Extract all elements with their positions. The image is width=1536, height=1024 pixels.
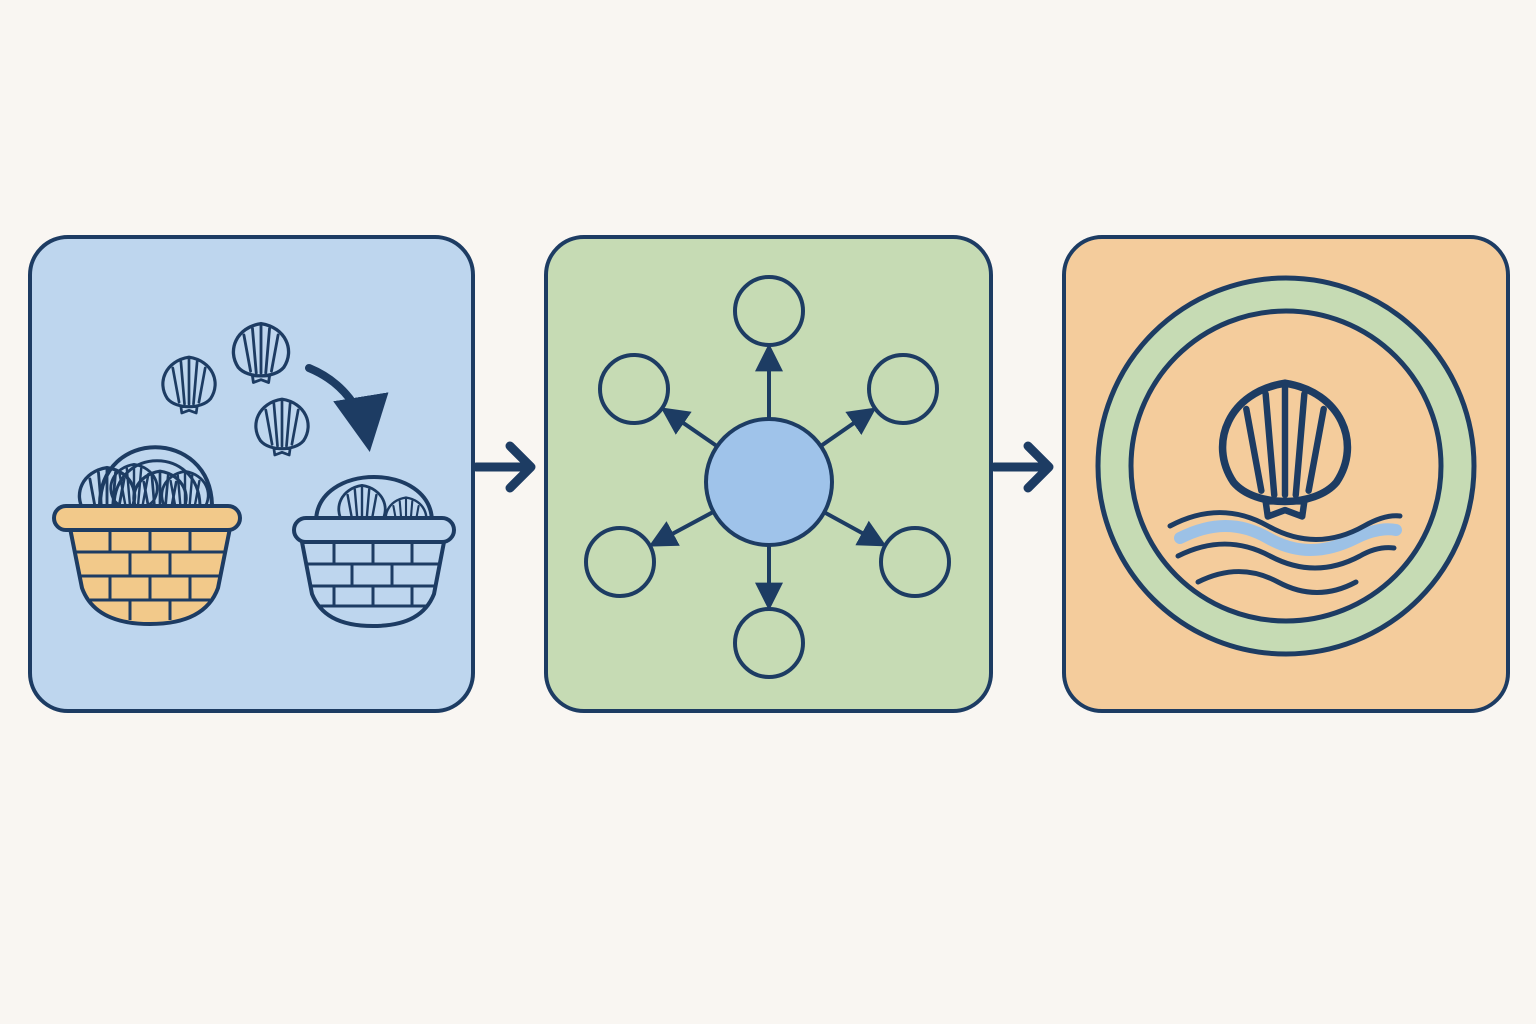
network-node-3: [867, 353, 939, 425]
network-node-5: [879, 526, 951, 598]
shells-into-baskets-icon: [52, 321, 456, 628]
arrow-right-icon: [471, 441, 536, 493]
network-node-4: [584, 526, 656, 598]
wave-line-1: [1167, 510, 1403, 542]
network-hub: [704, 417, 834, 547]
arrow-right-icon: [989, 441, 1054, 493]
large-basket-rim: [52, 504, 242, 532]
step-distribute-panel: [544, 235, 993, 713]
small-basket-weave: [306, 542, 440, 608]
large-basket-weave: [76, 530, 224, 620]
spoke-arrow-3: [819, 407, 877, 448]
large-basket: [52, 445, 242, 626]
spoke-arrow-2: [660, 407, 719, 448]
wave-highlight: [1174, 520, 1402, 556]
shell-over-waves-emblem-icon: [1095, 275, 1477, 657]
step-sustain-panel: [1062, 235, 1510, 713]
panel-1-card: [28, 235, 475, 713]
wave-line-2: [1175, 541, 1397, 571]
small-basket-handle: [314, 475, 434, 523]
large-basket-handle-inner: [112, 459, 202, 506]
spoke-arrow-4: [648, 510, 715, 547]
small-basket: [292, 475, 456, 628]
hub-and-spoke-network-icon: [584, 275, 951, 679]
large-basket-handle: [98, 445, 214, 506]
small-basket-rim: [292, 516, 456, 544]
curved-arrow-icon: [305, 364, 389, 453]
network-node-2: [598, 353, 670, 425]
network-node-6: [733, 607, 805, 679]
step-gather-panel: [28, 235, 475, 713]
network-node-1: [733, 275, 805, 347]
wave-line-3: [1195, 569, 1359, 595]
spoke-arrow-5: [823, 510, 887, 547]
